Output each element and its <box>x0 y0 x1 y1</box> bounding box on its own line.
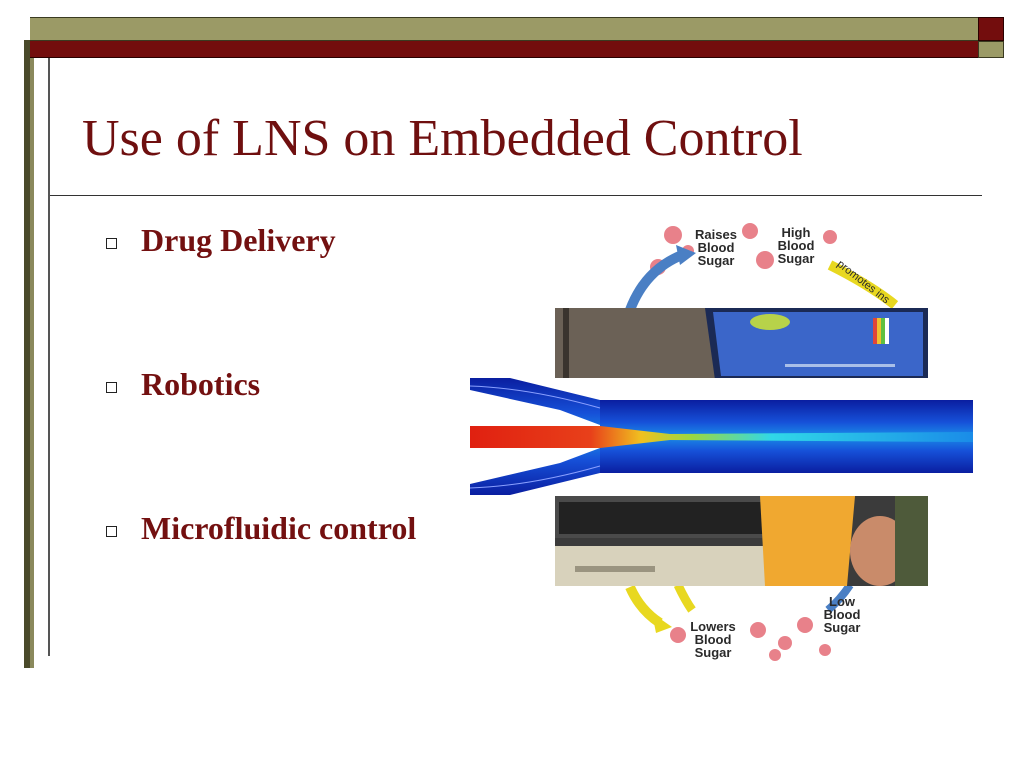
header-band-olive <box>30 17 978 41</box>
left-rule <box>48 58 50 656</box>
square-bullet-icon <box>106 238 117 249</box>
bullet-label: Drug Delivery <box>141 222 336 258</box>
header-corner-maroon <box>978 17 1004 41</box>
microfluidic-flow-image <box>469 378 973 495</box>
left-bar-olive <box>30 58 34 668</box>
blood-sugar-cycle-diagram <box>625 223 899 661</box>
arrow-yellow-right <box>827 260 899 309</box>
drug-delivery-photo <box>555 496 928 586</box>
bullet-item-microfluidic: Microfluidic control <box>106 510 416 547</box>
header-corner-olive <box>978 41 1004 58</box>
header-band-maroon <box>30 41 978 58</box>
square-bullet-icon <box>106 526 117 537</box>
bullet-item-robotics: Robotics <box>106 366 260 403</box>
bullet-label: Robotics <box>141 366 261 402</box>
arrow-blue-up <box>625 250 685 312</box>
bullet-label: Microfluidic control <box>141 510 417 546</box>
robotics-photo <box>555 308 928 380</box>
square-bullet-icon <box>106 382 117 393</box>
left-bar-dark <box>24 40 30 668</box>
bullet-item-drug-delivery: Drug Delivery <box>106 222 336 259</box>
title-divider <box>50 195 982 196</box>
slide-title: Use of LNS on Embedded Control <box>82 110 803 167</box>
